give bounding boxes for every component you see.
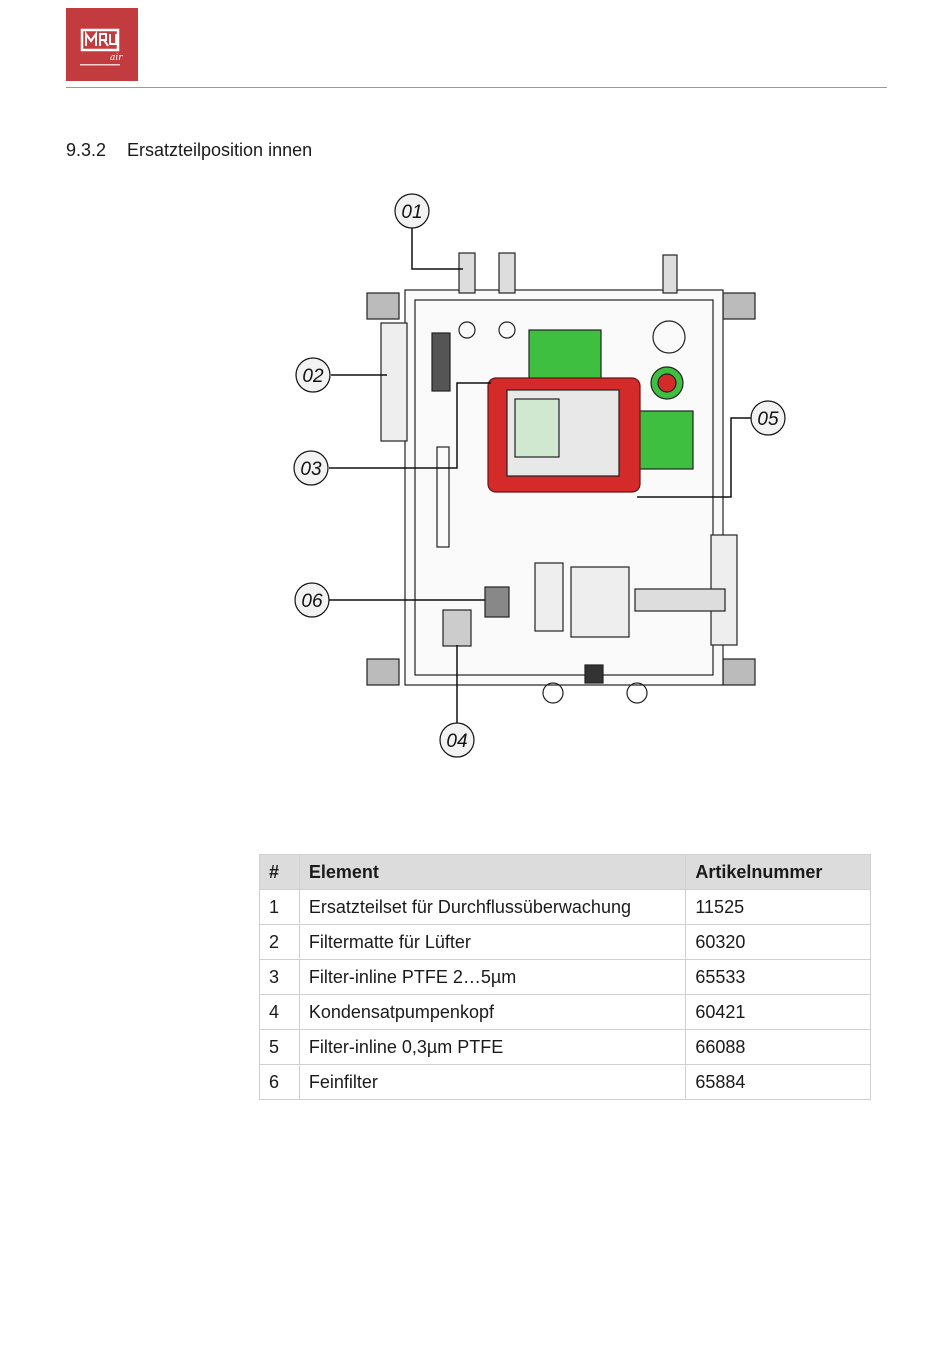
row-article-number: 65533 <box>686 960 871 995</box>
callout-03: 03 <box>294 451 328 485</box>
table-row: 4 Kondensatpumpenkopf 60421 <box>260 995 871 1030</box>
column-header-article-number: Artikelnummer <box>686 855 871 890</box>
row-article-number: 65884 <box>686 1065 871 1100</box>
callout-05: 05 <box>751 401 785 435</box>
callout-02: 02 <box>296 358 330 392</box>
column-header-number: # <box>260 855 300 890</box>
callout-06-label: 06 <box>301 591 323 612</box>
table-row: 2 Filtermatte für Lüfter 60320 <box>260 925 871 960</box>
callout-06: 06 <box>295 583 329 617</box>
company-logo: air <box>66 8 138 81</box>
callout-04-label: 04 <box>446 731 467 752</box>
row-element: Ersatzteilset für Durchflussüberwachung <box>299 890 686 925</box>
table-row: 6 Feinfilter 65884 <box>260 1065 871 1100</box>
callout-01: 01 <box>395 194 429 228</box>
section-number: 9.3.2 <box>66 140 127 161</box>
section-title: Ersatzteilposition innen <box>127 140 312 160</box>
callout-05-label: 05 <box>757 409 779 430</box>
row-article-number: 11525 <box>686 890 871 925</box>
row-element: Kondensatpumpenkopf <box>299 995 686 1030</box>
row-number: 3 <box>260 960 300 995</box>
callout-02-label: 02 <box>302 366 324 387</box>
table-row: 1 Ersatzteilset für Durchflussüberwachun… <box>260 890 871 925</box>
cabinet-drawing: 01 02 03 04 05 06 <box>285 185 795 765</box>
callout-04: 04 <box>440 723 474 757</box>
row-element: Filter-inline 0,3µm PTFE <box>299 1030 686 1065</box>
row-number: 6 <box>260 1065 300 1100</box>
spare-parts-table: # Element Artikelnummer 1 Ersatzteilset … <box>259 854 871 1100</box>
column-header-element: Element <box>299 855 686 890</box>
table-row: 3 Filter-inline PTFE 2…5µm 65533 <box>260 960 871 995</box>
header-divider <box>66 87 887 88</box>
svg-text:air: air <box>110 53 123 63</box>
row-element: Feinfilter <box>299 1065 686 1100</box>
table-row: 5 Filter-inline 0,3µm PTFE 66088 <box>260 1030 871 1065</box>
row-number: 5 <box>260 1030 300 1065</box>
row-number: 4 <box>260 995 300 1030</box>
table-header-row: # Element Artikelnummer <box>260 855 871 890</box>
row-article-number: 66088 <box>686 1030 871 1065</box>
row-number: 1 <box>260 890 300 925</box>
row-element: Filter-inline PTFE 2…5µm <box>299 960 686 995</box>
callout-03-label: 03 <box>300 459 322 480</box>
row-article-number: 60421 <box>686 995 871 1030</box>
row-element: Filtermatte für Lüfter <box>299 925 686 960</box>
row-article-number: 60320 <box>686 925 871 960</box>
row-number: 2 <box>260 925 300 960</box>
callout-01-label: 01 <box>401 202 422 223</box>
